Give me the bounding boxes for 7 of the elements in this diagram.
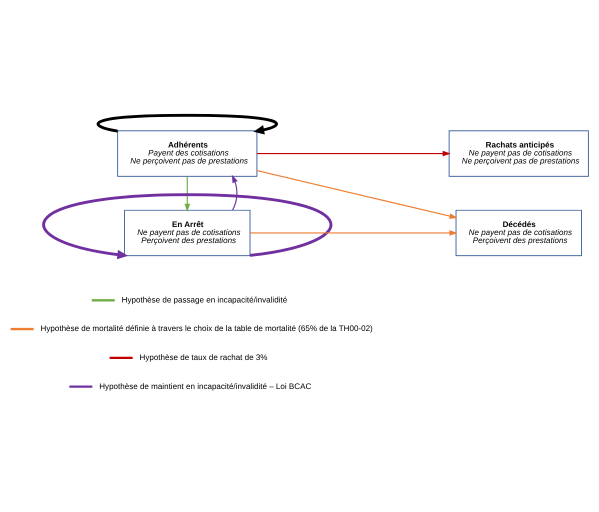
arrow [42,193,332,260]
arrow [257,150,451,156]
arrow [256,170,458,219]
arrow [232,174,238,210]
arrow [250,230,458,236]
arrow [96,114,278,134]
arrow [184,176,190,212]
